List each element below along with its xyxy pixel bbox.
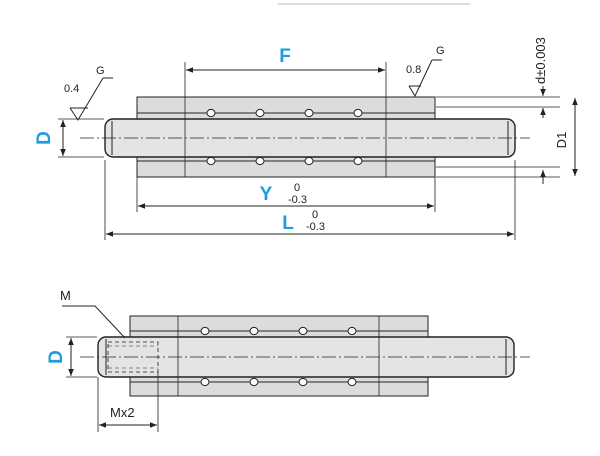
dim-Y-tol-lower: -0.3 <box>288 194 307 206</box>
dim-Y-label: Y <box>260 184 273 205</box>
roughness-left-grade: G <box>96 65 105 77</box>
roughness-right-value: 0.8 <box>406 64 421 76</box>
dim-L-label: L <box>282 213 294 234</box>
dim-L-tol-upper: 0 <box>312 209 318 221</box>
dim-d-label: d±0.003 <box>533 37 548 84</box>
dim-D-label-bottom: D <box>46 350 67 364</box>
dim-D-label-top: D <box>34 131 55 145</box>
dim-Mx2-label: Mx2 <box>110 405 135 420</box>
bottom-view: M D Mx2 <box>46 288 530 432</box>
dim-D1-label: D1 <box>554 132 569 149</box>
dim-Y-tol-upper: 0 <box>294 182 300 194</box>
top-view: F Y 0 -0.3 L 0 -0.3 D 0.4 G 0.8 G <box>34 37 575 240</box>
dim-F-label: F <box>279 46 291 67</box>
dim-L-tol-lower: -0.3 <box>306 221 325 233</box>
roughness-left-value: 0.4 <box>64 83 79 95</box>
roughness-right-grade: G <box>436 45 445 57</box>
label-M: M <box>60 288 71 303</box>
